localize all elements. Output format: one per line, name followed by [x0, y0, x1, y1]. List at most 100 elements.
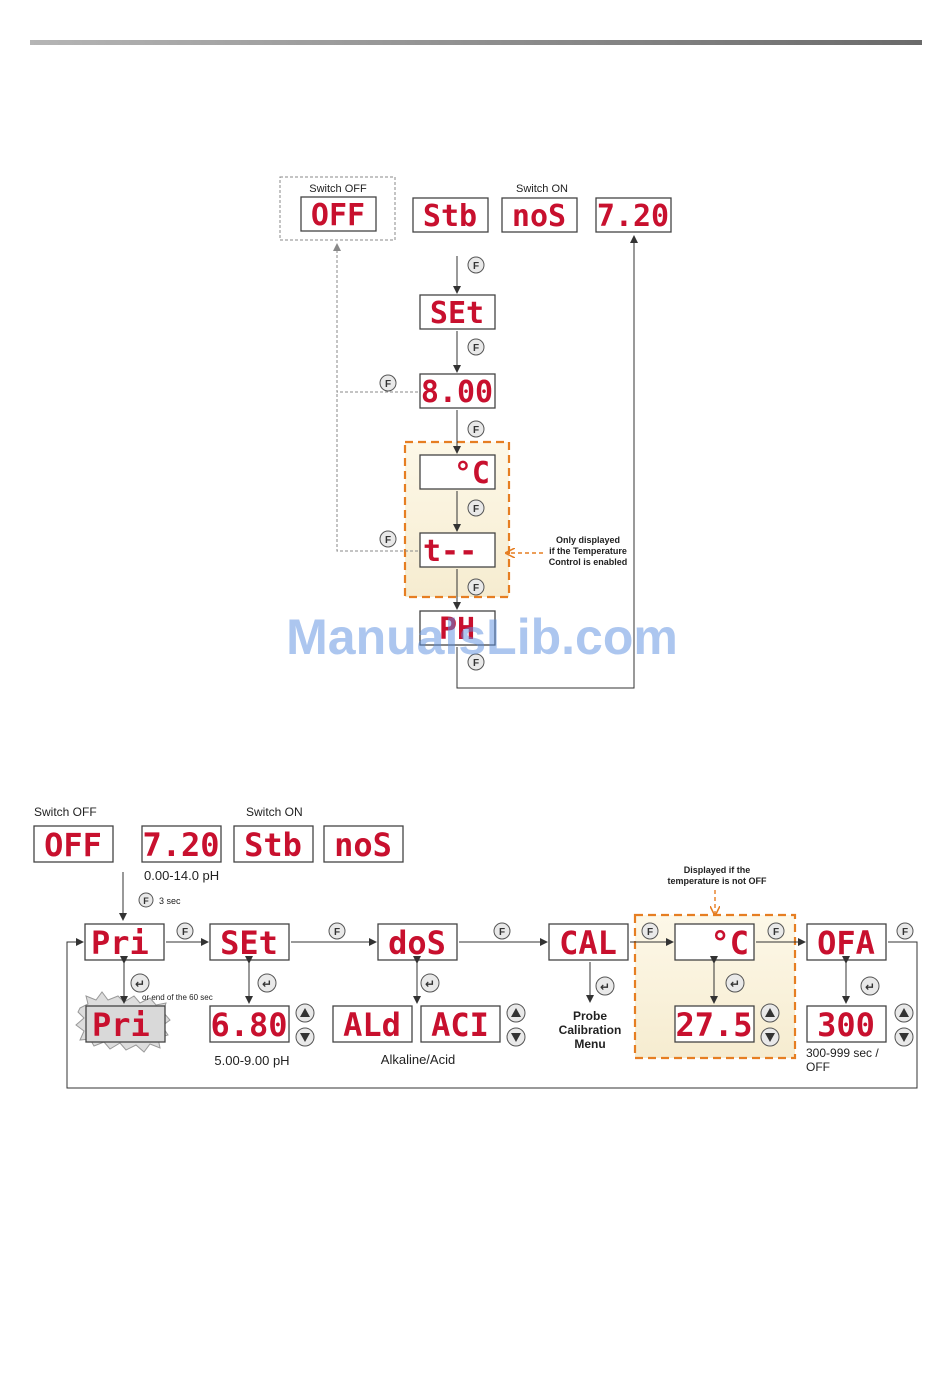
svg-text:Stb: Stb — [244, 826, 302, 864]
display-cal: CAL — [548, 923, 629, 962]
svg-text:F: F — [385, 535, 391, 546]
display-nos-2: noS — [323, 825, 404, 864]
svg-text:↵: ↵ — [262, 977, 272, 991]
svg-text:OFF: OFF — [44, 826, 102, 864]
svg-text:F: F — [499, 927, 505, 938]
enter-button-icon: ↵ — [420, 973, 440, 993]
display-off: OFF — [300, 196, 377, 233]
svg-text:F: F — [473, 261, 479, 272]
f-button-icon: F — [379, 530, 397, 548]
display-temp-value: 27.5 — [674, 1005, 755, 1044]
svg-text:6.80: 6.80 — [210, 1006, 287, 1044]
f-button-icon: F — [467, 338, 485, 356]
svg-text:F: F — [473, 583, 479, 594]
display-nos: noS — [501, 197, 578, 234]
display-set: SEt — [419, 294, 496, 331]
enter-button-icon: ↵ — [130, 973, 150, 993]
svg-text:F: F — [773, 927, 779, 938]
up-arrow-icon — [760, 1003, 780, 1023]
display-reading-2: 7.20 — [141, 825, 222, 864]
switch-on-label-2: Switch ON — [246, 805, 303, 819]
svg-text:↵: ↵ — [425, 977, 435, 991]
svg-text:↵: ↵ — [865, 980, 875, 994]
svg-text:↵: ↵ — [600, 980, 610, 994]
enter-button-icon: ↵ — [257, 973, 277, 993]
probe-menu-line-3: Menu — [574, 1037, 605, 1051]
up-arrow-icon — [506, 1003, 526, 1023]
f-button-icon: F — [467, 256, 485, 274]
display-set-2: SEt — [209, 923, 290, 962]
svg-text:F: F — [473, 425, 479, 436]
f-button-icon: F — [467, 420, 485, 438]
svg-text:doS: doS — [388, 924, 446, 962]
display-temp-unit-2: °C — [674, 923, 755, 962]
f-button-icon: F — [176, 922, 194, 940]
display-dos: doS — [377, 923, 458, 962]
svg-text:OFA: OFA — [817, 924, 875, 962]
svg-text:F: F — [385, 379, 391, 390]
display-reading-text: 7.20 — [597, 199, 669, 234]
display-off-text: OFF — [311, 198, 365, 233]
display-stb-text: Stb — [423, 199, 477, 234]
diagram-2: Switch OFF Switch ON OFF 7.20 Stb noS 0.… — [33, 805, 918, 1089]
svg-text:ALd: ALd — [343, 1006, 401, 1044]
f-button-icon: F — [467, 499, 485, 517]
display-ph-text: PH — [439, 612, 475, 647]
display-setpoint: 8.00 — [419, 373, 496, 410]
down-arrow-icon — [894, 1027, 914, 1047]
display-setpoint-text: 8.00 — [421, 375, 493, 410]
display-nos-text: noS — [512, 199, 566, 234]
svg-text:Pri: Pri — [91, 924, 149, 962]
probe-menu-line-2: Calibration — [559, 1023, 622, 1037]
dashed-off-from-dashes — [336, 392, 418, 552]
svg-text:F: F — [473, 504, 479, 515]
svg-text:F: F — [143, 896, 149, 906]
down-arrow-icon — [760, 1027, 780, 1047]
display-set-value: 6.80 — [209, 1005, 290, 1044]
set-range-label: 5.00-9.00 pH — [214, 1053, 289, 1068]
display-stb: Stb — [412, 197, 489, 234]
f-button-icon: F — [379, 374, 397, 392]
display-pri-blink: Pri — [75, 991, 171, 1053]
dashed-off-from-setpoint — [333, 243, 418, 393]
display-temp-dashes: t-- — [419, 532, 496, 569]
svg-text:Pri: Pri — [92, 1006, 150, 1044]
display-off-2: OFF — [33, 825, 114, 864]
enter-button-icon: ↵ — [860, 976, 880, 996]
switch-off-label: Switch OFF — [309, 183, 367, 195]
svg-text:↵: ↵ — [135, 977, 145, 991]
svg-text:CAL: CAL — [559, 924, 617, 962]
dos-options-label: Alkaline/Acid — [381, 1052, 455, 1067]
svg-text:noS: noS — [334, 826, 392, 864]
up-arrow-icon — [295, 1003, 315, 1023]
display-temp-dashes-text: t-- — [423, 534, 477, 569]
arrow-ofa-return — [66, 938, 918, 1089]
svg-text:F: F — [182, 927, 188, 938]
enter-button-icon: ↵ — [725, 973, 745, 993]
hold-time-label: 3 sec — [159, 896, 181, 906]
display-temp-unit-text: °C — [454, 456, 490, 491]
svg-text:F: F — [334, 927, 340, 938]
svg-text:F: F — [473, 343, 479, 354]
switch-off-label-2: Switch OFF — [34, 805, 97, 819]
f-button-icon: F — [493, 922, 511, 940]
watermark: ManualsLib.com — [286, 609, 678, 665]
probe-menu-line-1: Probe — [573, 1009, 607, 1023]
f-button-icon: F — [641, 922, 659, 940]
display-reading: 7.20 — [595, 197, 672, 234]
svg-text:F: F — [902, 927, 908, 938]
reading-range-label: 0.00-14.0 pH — [144, 868, 219, 883]
svg-text:°C: °C — [710, 924, 749, 962]
display-pri: Pri — [84, 923, 165, 962]
temperature-note-line-3: Control is enabled — [549, 557, 628, 567]
f-button-icon: F — [896, 922, 914, 940]
arrow-ph-return — [456, 235, 638, 689]
ofa-range-line-1: 300-999 sec / — [806, 1046, 879, 1060]
svg-text:F: F — [473, 658, 479, 669]
display-ofa: OFA — [806, 923, 887, 962]
f-button-icon: F — [328, 922, 346, 940]
svg-text:ACI: ACI — [431, 1006, 489, 1044]
switch-on-label: Switch ON — [516, 183, 568, 195]
down-arrow-icon — [506, 1027, 526, 1047]
